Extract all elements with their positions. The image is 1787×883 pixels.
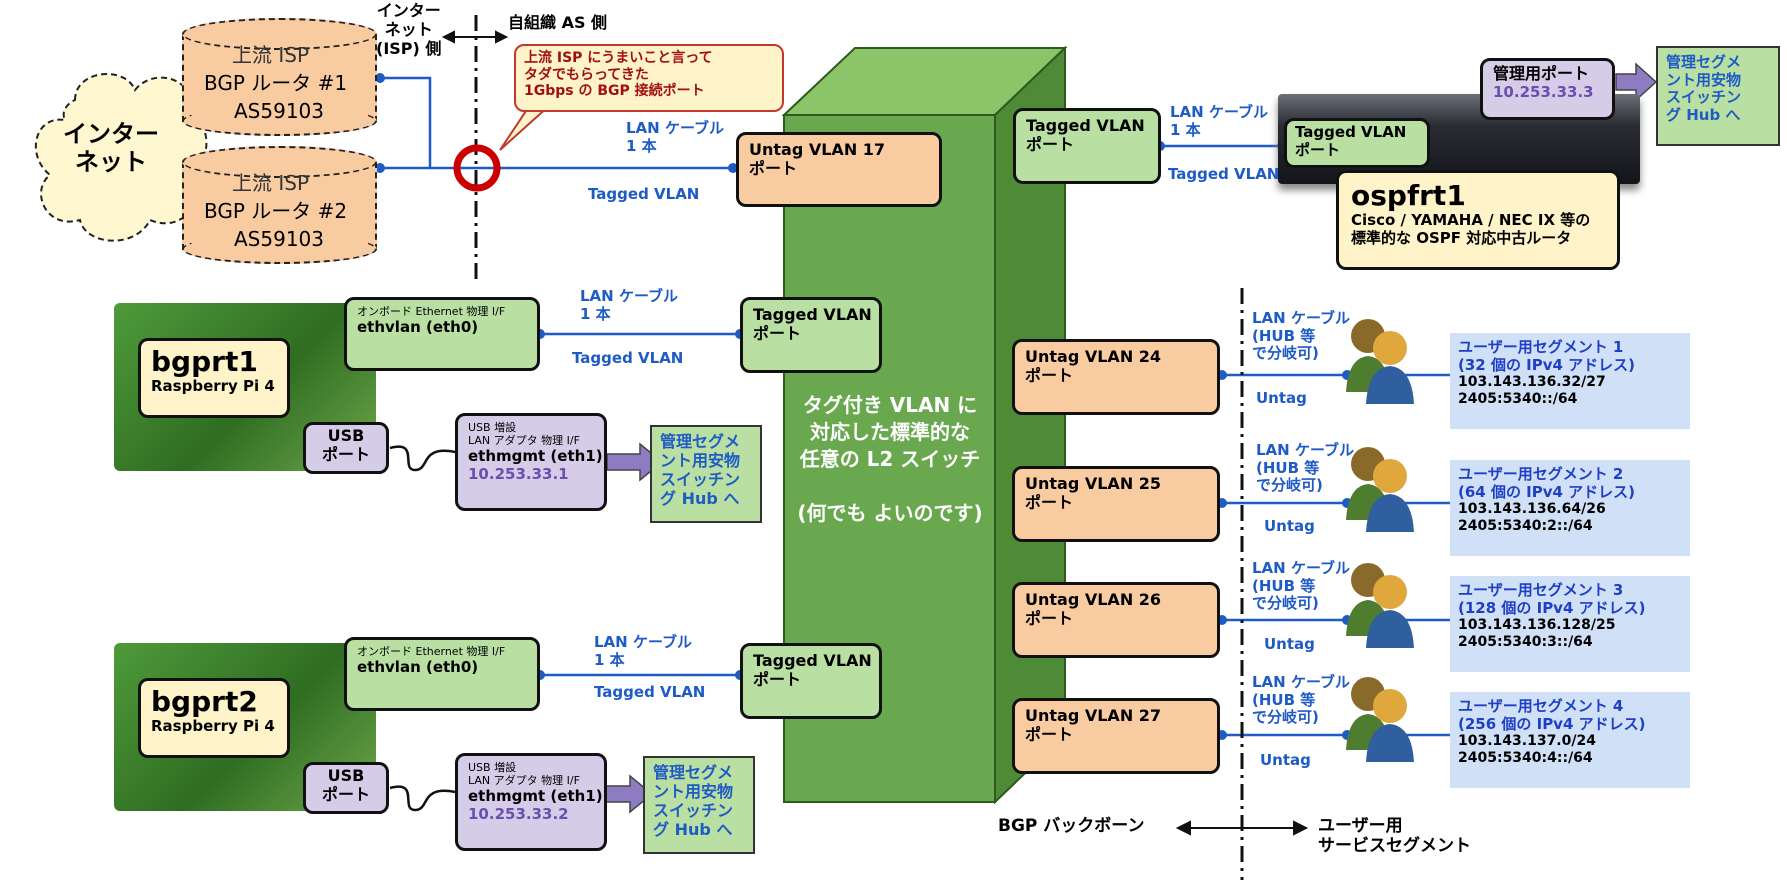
- tagged-vlan-label-bgprt1: Tagged VLAN: [572, 349, 684, 367]
- lan-hub-label-4: LAN ケーブル (HUB 等 で分岐可): [1252, 673, 1351, 727]
- user-service-segment-label: ユーザー用 サービスセグメント: [1318, 816, 1471, 857]
- untag-label-1: Untag: [1256, 389, 1307, 407]
- bgprt2-usb-port: USB ポート: [303, 762, 389, 814]
- isp2-name: 上流 ISP: [232, 171, 310, 195]
- bgprt1-ip: 10.253.33.1: [468, 464, 569, 483]
- isp1-name: 上流 ISP: [232, 43, 310, 67]
- isp2-sub: BGP ルータ #2: [204, 199, 348, 223]
- bgp-backbone-label: BGP バックボーン: [998, 816, 1145, 836]
- lan-hub-label-3: LAN ケーブル (HUB 等 で分岐可): [1252, 559, 1351, 613]
- lan-hub-label-2: LAN ケーブル (HUB 等 で分岐可): [1256, 441, 1355, 495]
- user-segment-2: ユーザー用セグメント 2 (64 個の IPv4 アドレス) 103.143.1…: [1450, 460, 1690, 556]
- user-segment-4: ユーザー用セグメント 4 (256 個の IPv4 アドレス) 103.143.…: [1450, 692, 1690, 788]
- bgprt1-usb-port: USB ポート: [303, 422, 389, 474]
- mgmt-hub-bgprt2: 管理セグメ ント用安物 スイッチン グ Hub へ: [643, 756, 755, 854]
- user-segment-1: ユーザー用セグメント 1 (32 個の IPv4 アドレス) 103.143.1…: [1450, 333, 1690, 429]
- port-untag-vlan-17: Untag VLAN 17 ポート: [736, 132, 942, 207]
- internet-side-label: インター ネット (ISP) 側: [376, 1, 442, 58]
- lan-hub-label-1: LAN ケーブル (HUB 等 で分岐可): [1252, 309, 1351, 363]
- bgprt1-label: bgprt1 Raspberry Pi 4: [138, 338, 290, 418]
- isp2-as: AS59103: [234, 227, 324, 251]
- port-tagged-vlan-bgprt2: Tagged VLAN ポート: [740, 643, 882, 719]
- bgprt2-eth1-if: USB 増設 LAN アダプタ 物理 I/F ethmgmt (eth1) 10…: [455, 753, 607, 851]
- lan-cable-label-ospf: LAN ケーブル 1 本: [1170, 103, 1269, 139]
- users-icon: [1344, 312, 1414, 404]
- untag-label-3: Untag: [1264, 635, 1315, 653]
- ospf-mgmt-port: 管理用ポート 10.253.33.3: [1480, 58, 1615, 120]
- mgmt-hub-ospf: 管理セグメ ント用安物 スイッチン グ Hub へ: [1656, 46, 1780, 146]
- port-untag-vlan-26: Untag VLAN 26 ポート: [1012, 582, 1220, 658]
- users-icon: [1344, 440, 1414, 532]
- bgprt1-eth0-if: オンボード Ethernet 物理 I/F ethvlan (eth0): [344, 297, 540, 371]
- port-untag-vlan-27: Untag VLAN 27 ポート: [1012, 698, 1220, 774]
- bgprt1-model: Raspberry Pi 4: [151, 377, 275, 396]
- isp-router-2: 上流 ISP BGP ルータ #2 AS59103: [182, 146, 377, 264]
- port-tagged-vlan-top: Tagged VLAN ポート: [1013, 108, 1161, 184]
- port-tagged-vlan-bgprt1: Tagged VLAN ポート: [740, 297, 882, 373]
- bgprt2-ip: 10.253.33.2: [468, 804, 569, 823]
- ospf-router-desc: Cisco / YAMAHA / NEC IX 等の 標準的な OSPF 対応中…: [1351, 211, 1591, 247]
- isp1-as: AS59103: [234, 99, 324, 123]
- untag-label-4: Untag: [1260, 751, 1311, 769]
- ospf-router-label: ospfrt1 Cisco / YAMAHA / NEC IX 等の 標準的な …: [1336, 170, 1620, 270]
- user-segment-3: ユーザー用セグメント 3 (128 個の IPv4 アドレス) 103.143.…: [1450, 576, 1690, 672]
- tagged-vlan-label-ospf: Tagged VLAN: [1168, 165, 1280, 183]
- ospf-router-name: ospfrt1: [1351, 179, 1466, 212]
- mgmt-hub-bgprt1: 管理セグメ ント用安物 スイッチン グ Hub へ: [650, 425, 762, 523]
- org-side-label: 自組織 AS 側: [508, 13, 608, 32]
- users-icon: [1344, 556, 1414, 648]
- lan-cable-label-bgprt1: LAN ケーブル 1 本: [580, 287, 679, 323]
- internet-cloud: インター ネット: [25, 60, 210, 250]
- port-untag-vlan-24: Untag VLAN 24 ポート: [1012, 339, 1220, 415]
- bgprt1-name: bgprt1: [151, 345, 258, 378]
- bgprt2-model: Raspberry Pi 4: [151, 717, 275, 736]
- lan-cable-label-bgprt2: LAN ケーブル 1 本: [594, 633, 693, 669]
- bgprt2-eth0-if: オンボード Ethernet 物理 I/F ethvlan (eth0): [344, 637, 540, 711]
- lan-cable-label-top: LAN ケーブル 1 本: [626, 119, 725, 155]
- bgprt2-name: bgprt2: [151, 685, 258, 718]
- untag-label-2: Untag: [1264, 517, 1315, 535]
- bgp-port-callout: 上流 ISP にうまいこと言って タダでもらってきた 1Gbps の BGP 接…: [514, 44, 784, 112]
- port-untag-vlan-25: Untag VLAN 25 ポート: [1012, 466, 1220, 542]
- bgprt1-eth1-if: USB 増設 LAN アダプタ 物理 I/F ethmgmt (eth1) 10…: [455, 413, 607, 511]
- ospf-tagged-port: Tagged VLAN ポート: [1284, 118, 1430, 168]
- ospf-mgmt-ip: 10.253.33.3: [1493, 82, 1594, 101]
- tagged-vlan-label-bgprt2: Tagged VLAN: [594, 683, 706, 701]
- tagged-vlan-label-top: Tagged VLAN: [588, 185, 700, 203]
- l2-switch-label: タグ付き VLAN に 対応した標準的な 任意の L2 スイッチ (何でも よい…: [797, 393, 983, 525]
- isp-router-1: 上流 ISP BGP ルータ #1 AS59103: [182, 18, 377, 136]
- internet-label: インター ネット: [63, 120, 159, 177]
- bgprt2-label: bgprt2 Raspberry Pi 4: [138, 678, 290, 758]
- isp1-sub: BGP ルータ #1: [204, 71, 348, 95]
- users-icon: [1344, 670, 1414, 762]
